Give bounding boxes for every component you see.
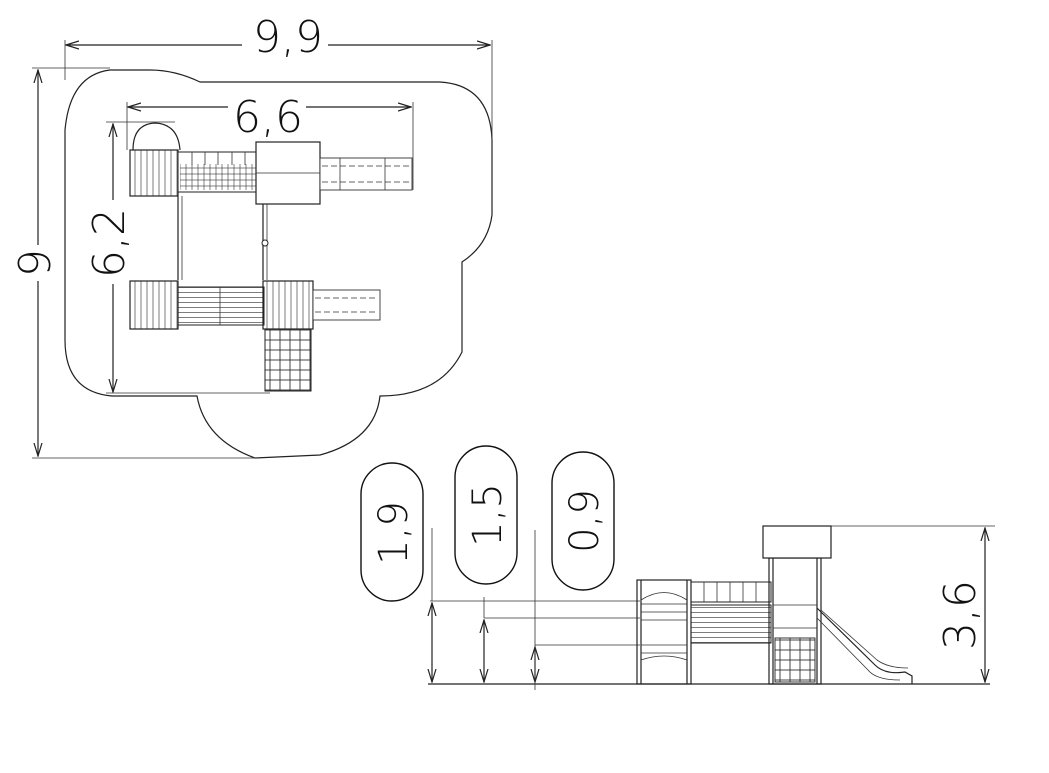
plank-bridge (177, 286, 265, 326)
height-pill-3 (551, 451, 615, 591)
deck-top-left (129, 149, 179, 197)
climbing-net (264, 328, 312, 392)
overall-width-label: 9,9 (253, 12, 323, 63)
height-pill-2 (454, 445, 518, 585)
slide-bottom (312, 289, 381, 321)
structure-depth-label: 6,2 (84, 208, 135, 278)
dome-roof (132, 122, 181, 151)
play-structure-plan (129, 122, 413, 392)
overall-depth-label: 9 (10, 249, 61, 277)
height-label-3: 0,9 (562, 489, 608, 553)
height-pill-1 (360, 462, 424, 602)
side-view: 3,6 (428, 525, 995, 690)
height-label-2: 1,5 (465, 483, 511, 547)
deck-bottom-right (262, 280, 314, 330)
platform-height-labels: 1,9 1,5 0,9 (360, 445, 615, 602)
tower-roof-elevation (762, 525, 832, 559)
structure-width-label: 6,6 (233, 92, 303, 143)
deck-bottom-left (129, 280, 179, 330)
height-label-1: 1,9 (371, 501, 417, 565)
slide-top (319, 157, 413, 191)
slide-elevation (816, 607, 913, 684)
safety-zone-outline (64, 69, 493, 459)
play-structure-elevation (636, 525, 913, 685)
plan-view: 9,9 9 6,6 6,2 (10, 12, 493, 459)
total-height-label: 3,6 (935, 580, 986, 650)
